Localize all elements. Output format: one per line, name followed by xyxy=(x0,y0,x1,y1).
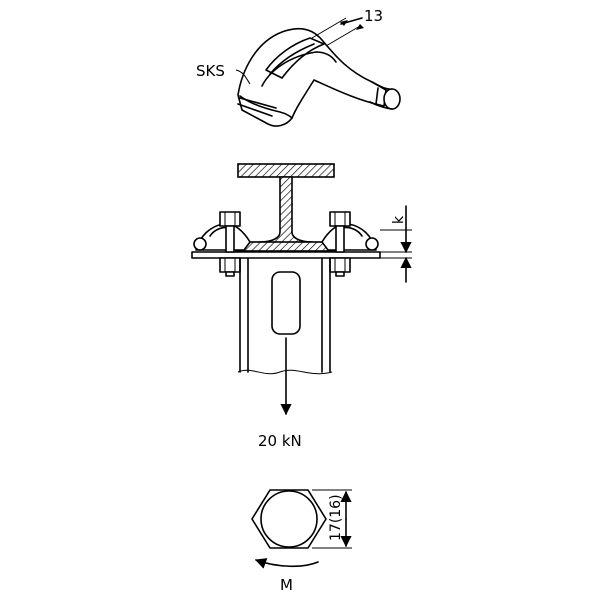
load-label: 20 kN xyxy=(258,432,302,450)
hex-dimension-label: 17(16) xyxy=(328,494,344,541)
clamp-perspective-view xyxy=(235,17,401,127)
beam-assembly-view xyxy=(191,163,412,416)
width-dimension-label: 13 xyxy=(364,7,383,25)
k-dimension-label: k xyxy=(391,215,407,224)
clamp-name-label: SKS xyxy=(196,62,225,80)
hex-nut-view xyxy=(251,489,352,569)
moment-label: M xyxy=(280,576,293,594)
